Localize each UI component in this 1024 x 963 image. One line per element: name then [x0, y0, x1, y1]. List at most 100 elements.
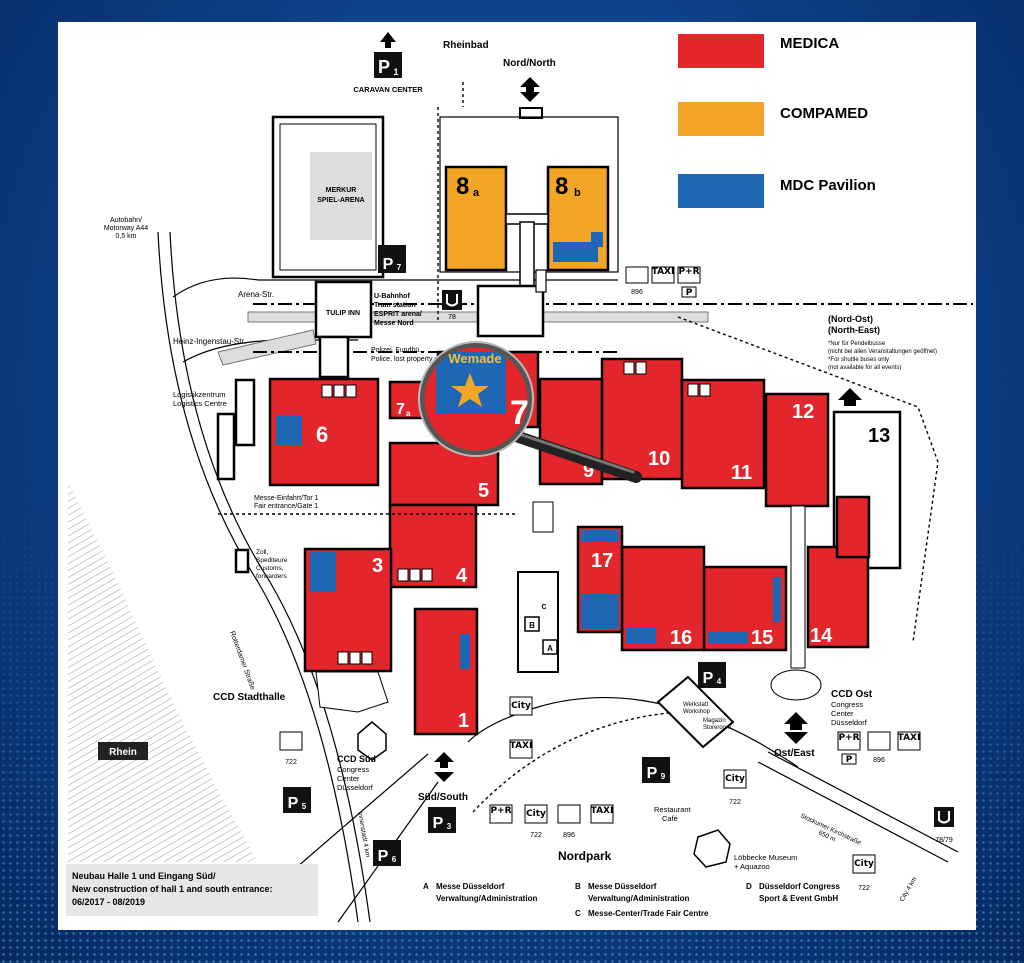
police-label-1: Polizei, Fundbü... — [371, 347, 425, 354]
south-city-bus-icon — [509, 696, 533, 716]
p4-sign[interactable] — [698, 662, 726, 688]
p6-sign[interactable] — [373, 840, 401, 866]
p1-sign[interactable] — [374, 52, 402, 78]
footer-d-line-1: Düsseldorf Congress — [759, 882, 840, 891]
east-p-text: P — [846, 755, 853, 765]
p9-sign[interactable] — [642, 757, 670, 783]
hall-8a-number: 8 — [456, 173, 469, 200]
north-bus-line: 896 — [631, 289, 643, 296]
customs-label-3: Customs, — [256, 565, 284, 572]
p3-sign[interactable] — [428, 807, 456, 833]
ccd-ost-label-2: Congress — [831, 700, 863, 709]
east-city-bus-line: 722 — [729, 799, 741, 806]
east-p-icon — [841, 753, 857, 765]
hall-8b-sub: b — [574, 187, 581, 199]
building-a — [542, 639, 558, 655]
arena-inner — [279, 123, 377, 271]
hall-1-number: 1 — [458, 710, 469, 732]
p7-sign[interactable] — [378, 245, 406, 273]
p5-sub: 5 — [302, 802, 307, 811]
hall-14-number: 14 — [810, 625, 833, 647]
ubahn-u-glyph — [446, 294, 458, 307]
stockumer-road — [757, 761, 949, 863]
far-east-city-bus-icon — [852, 854, 876, 874]
hall-15-mdc-pavilion — [708, 632, 748, 644]
merkur-label-1: MERKUR — [326, 187, 357, 194]
building-b — [524, 616, 540, 632]
hall-15-number: 15 — [751, 627, 773, 649]
logistics-block-1 — [234, 378, 256, 447]
ccd-sued-label-1: CCD Süd — [337, 754, 376, 764]
notice-line-1: Neubau Halle 1 und Eingang Süd/ — [72, 871, 216, 881]
hall-17-mdc-pavilion — [581, 530, 619, 542]
p7-letter: P — [383, 256, 394, 273]
hall-3-mdc-pavilion — [310, 552, 336, 592]
tulip-inn-hotel[interactable] — [314, 280, 373, 339]
south-taxi-2-text: TAXI — [591, 806, 614, 816]
wemade-brand-label: Wemade — [448, 351, 501, 366]
north-bridge — [535, 269, 547, 293]
north-entrance-label: Nord/North — [503, 58, 556, 69]
hall-11-number: 11 — [731, 462, 752, 484]
restaurant-label-1: Restaurant — [654, 805, 692, 814]
footer-d-letter: D — [746, 882, 752, 891]
hall-14[interactable] — [806, 545, 870, 649]
loebbecke-museum[interactable] — [693, 829, 731, 868]
autobahn-label-1: Autobahn/ — [110, 217, 142, 224]
p1-sub: 1 — [393, 67, 398, 77]
rheinbad-label: Rheinbad — [443, 40, 489, 51]
logistics-label-2: Logistics Centre — [173, 399, 227, 408]
legend-swatch-compamed — [678, 102, 764, 136]
hall-17-number: 17 — [591, 550, 613, 572]
south-pr-icon — [489, 804, 513, 824]
hall-8a[interactable] — [444, 165, 508, 272]
north-arrow-down-icon — [520, 92, 540, 102]
footer-b-line-1: Messe Düsseldorf — [588, 882, 657, 891]
east-bus-icon — [867, 731, 891, 751]
north-pr-icon — [677, 266, 701, 284]
south-loop-road — [467, 697, 799, 768]
ubahn-line-label: 78 — [448, 314, 456, 321]
ccd-ost-building[interactable] — [770, 669, 822, 701]
arena-street-label: Arena-Str. — [238, 290, 274, 299]
hall-7a-number: 7 — [396, 401, 405, 418]
hall-16-mdc-pavilion — [626, 627, 656, 644]
rotterdamer-street-label: Rotterdamer Straße — [228, 630, 256, 691]
shuttle-note-2: (nicht bei allen Veranstaltungen geöffne… — [828, 349, 937, 355]
footer-d-line-2: Sport & Event GmbH — [759, 894, 838, 903]
autobahn-label-2: Motorway A44 — [104, 225, 148, 232]
far-east-city-text: City — [854, 859, 874, 869]
ubahn-label-1: U-Bahnhof — [374, 293, 410, 300]
south-taxi-2-icon — [590, 804, 614, 824]
notice-line-3: 06/2017 - 08/2019 — [72, 897, 145, 907]
customs-building — [234, 548, 250, 574]
east-taxi-text: TAXI — [898, 733, 921, 743]
p4-letter: P — [703, 670, 714, 687]
p9-letter: P — [647, 765, 658, 782]
north-car-icon — [625, 266, 649, 284]
ubahn-label-2: Tram station — [374, 302, 416, 309]
south-pr-text: P+R — [490, 806, 511, 816]
hall-11[interactable] — [680, 378, 766, 490]
north-east-label-1: (Nord-Ost) — [828, 314, 873, 324]
hall-3-number: 3 — [372, 555, 383, 577]
p6-sub: 6 — [392, 855, 397, 864]
ccd-sued-label-3: Center — [337, 774, 360, 783]
hall-1[interactable] — [413, 607, 479, 736]
north-taxi-text: TAXI — [652, 267, 675, 277]
building-b-letter: B — [529, 621, 535, 630]
hall-14-extension — [835, 495, 871, 559]
hall-10[interactable] — [600, 357, 684, 481]
central-walkway — [532, 501, 554, 533]
p5-sign[interactable] — [283, 787, 311, 813]
north-arrow-up-icon — [520, 77, 540, 94]
arena-street — [172, 277, 618, 298]
hall-1-mdc-pavilion — [460, 634, 470, 669]
customs-label-4: forwarders — [256, 573, 287, 580]
hall-15-mdc-pavilion-2 — [773, 577, 781, 622]
hall-8b-number: 8 — [555, 173, 568, 200]
magnifier-handle-shine — [511, 430, 635, 474]
ccd-stadthalle[interactable] — [315, 671, 389, 713]
merkur-label-2: SPIEL-ARENA — [317, 197, 364, 204]
tulip-inn-label: TULIP INN — [326, 310, 360, 317]
